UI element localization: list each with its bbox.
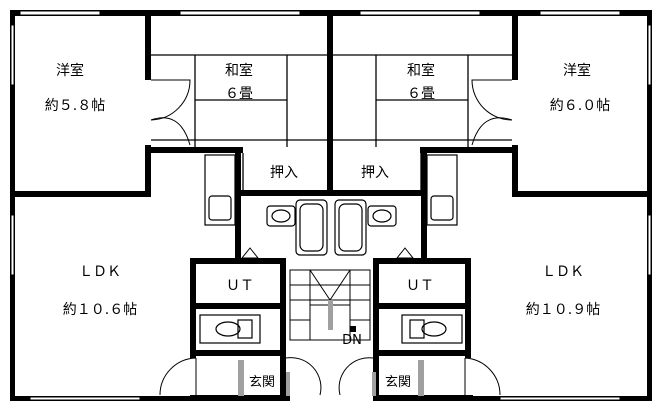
entrance-step-east <box>418 360 424 396</box>
east-western-room-size: 約６.０帖 <box>550 98 610 114</box>
kitchen-sink-east <box>430 195 454 221</box>
washbasin-east <box>367 205 397 227</box>
stair-handrail <box>328 300 333 330</box>
west-western-room-name: 洋室 <box>56 62 84 79</box>
bathtub-east <box>334 199 367 256</box>
east-utility-name: ＵＴ <box>406 278 434 294</box>
entrance-step-west <box>238 360 244 396</box>
east-ldk-name: ＬＤＫ <box>542 264 584 280</box>
washbasin-west <box>266 205 296 227</box>
outer-walls <box>10 10 652 401</box>
stair-direction-label: DN <box>342 333 362 348</box>
west-entrance-name: 玄関 <box>249 375 275 390</box>
east-entrance-name: 玄関 <box>385 375 411 390</box>
fixtures <box>199 154 463 344</box>
east-ldk-size: 約１０.９帖 <box>526 302 600 318</box>
toilet-east <box>421 321 447 337</box>
west-closet-name: 押入 <box>270 165 298 181</box>
west-ldk-name: ＬＤＫ <box>79 264 121 280</box>
east-closet-name: 押入 <box>361 165 389 181</box>
west-ldk-size: 約１０.６帖 <box>63 302 137 318</box>
door-swings <box>150 79 513 396</box>
windows <box>10 10 652 401</box>
west-japanese-room-size: ６畳 <box>225 86 253 102</box>
toilet-room-west <box>199 314 261 344</box>
stair-marker <box>350 326 356 332</box>
toilet-room-east <box>401 314 463 344</box>
toilet-west <box>215 321 241 337</box>
room-labels: 洋室 約５.８帖 和室 ６畳 押入 ＬＤＫ 約１０.６帖 ＵＴ 玄関 洋室 約６… <box>45 62 610 390</box>
west-utility-name: ＵＴ <box>226 278 254 294</box>
west-japanese-room-name: 和室 <box>225 62 253 79</box>
east-japanese-room-name: 和室 <box>407 62 435 79</box>
kitchen-counter-east <box>426 154 458 226</box>
east-western-room-name: 洋室 <box>563 62 591 79</box>
kitchen-sink-west <box>208 195 232 221</box>
bathtub-west <box>295 199 328 256</box>
east-japanese-room-size: ６畳 <box>407 86 435 102</box>
west-western-room-size: 約５.８帖 <box>45 98 105 114</box>
kitchen-counter-west <box>204 154 236 226</box>
japanese-room-lines <box>151 54 512 190</box>
